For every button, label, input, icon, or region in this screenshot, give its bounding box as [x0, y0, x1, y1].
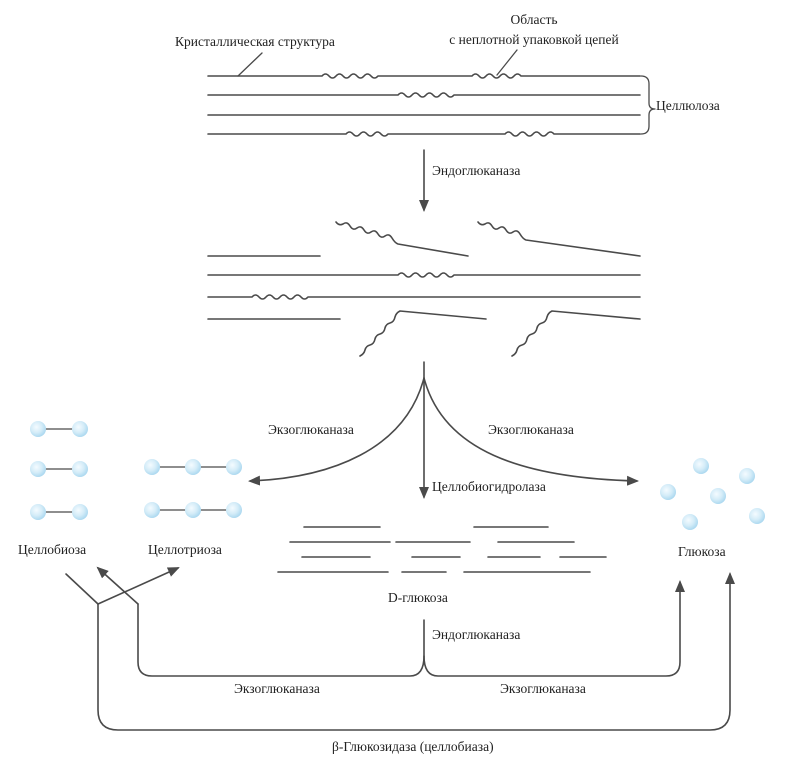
exoglucanase-left-label: Экзоглюканаза: [268, 422, 354, 437]
glucose-unit: [693, 458, 709, 474]
y-split-arrows: [65, 566, 180, 605]
glucose-molecules: [660, 458, 765, 530]
cellulose-fibre: [207, 49, 656, 137]
glucose-unit: [710, 488, 726, 504]
glucose-unit: [30, 504, 46, 520]
glucose-unit: [185, 459, 201, 475]
chain-1: [207, 73, 641, 79]
glucose-unit: [749, 508, 765, 524]
cleaved-cellulose: [207, 221, 641, 357]
cellobiose-label: Целлобиоза: [18, 542, 86, 557]
exoglucanase-right-arrow: [423, 377, 639, 486]
loose-region-label-line2: с неплотной упаковкой цепей: [449, 32, 618, 47]
glucose-unit: [72, 461, 88, 477]
exoglucanase-bottom-right-label: Экзоглюканаза: [500, 681, 586, 696]
glucose-unit: [682, 514, 698, 530]
glucose-unit: [144, 502, 160, 518]
glucose-unit: [72, 504, 88, 520]
glucose-unit: [30, 461, 46, 477]
exoglucanase-bracket: [137, 603, 425, 677]
endoglucanase-top-label: Эндоглюканаза: [432, 163, 520, 178]
cellotriose-molecules: [144, 459, 242, 518]
cleaved-chain-1b: [335, 221, 469, 257]
glucose-unit: [30, 421, 46, 437]
exoglucanase-bottom-left-label: Экзоглюканаза: [234, 681, 320, 696]
crystalline-leader: [237, 52, 263, 77]
loose-region-leader: [496, 49, 518, 76]
crystalline-label: Кристаллическая структура: [175, 34, 335, 49]
beta-glucosidase-bracket: [97, 572, 735, 731]
glucose-unit: [226, 502, 242, 518]
chain-4: [207, 131, 641, 137]
chain-2: [207, 92, 641, 98]
cellotriose-label: Целлотриоза: [148, 542, 222, 557]
glucose-unit: [226, 459, 242, 475]
cellulose-brace: [640, 75, 656, 135]
cellulose-label: Целлюлоза: [656, 98, 720, 113]
cleaved-chain-4c: [511, 310, 641, 357]
cellobiose-molecules: [30, 421, 88, 520]
glucose-unit: [72, 421, 88, 437]
cleaved-chain-1c: [477, 221, 641, 257]
glucose-unit: [739, 468, 755, 484]
glucose-unit: [144, 459, 160, 475]
d-glucose-label: D-глюкоза: [388, 590, 448, 605]
loose-region-label-line1: Область: [510, 12, 557, 27]
glucose-unit: [660, 484, 676, 500]
cellobiohydrolase-label: Целлобиогидролаза: [432, 479, 546, 494]
beta-glucosidase-label: β-Глюкозидаза (целлобиаза): [332, 739, 494, 754]
exoglucanase-bracket-right: [423, 580, 685, 677]
cleaved-chain-2: [207, 272, 641, 278]
endoglucanase-bottom-label: Эндоглюканаза: [432, 627, 520, 642]
exoglucanase-left-arrow: [248, 377, 425, 486]
cleaved-chain-4b: [359, 310, 487, 357]
d-glucose-fragments: [277, 526, 607, 573]
glucose-unit: [185, 502, 201, 518]
exoglucanase-right-label: Экзоглюканаза: [488, 422, 574, 437]
glucose-label: Глюкоза: [678, 544, 726, 559]
cleaved-chain-3: [207, 294, 641, 300]
